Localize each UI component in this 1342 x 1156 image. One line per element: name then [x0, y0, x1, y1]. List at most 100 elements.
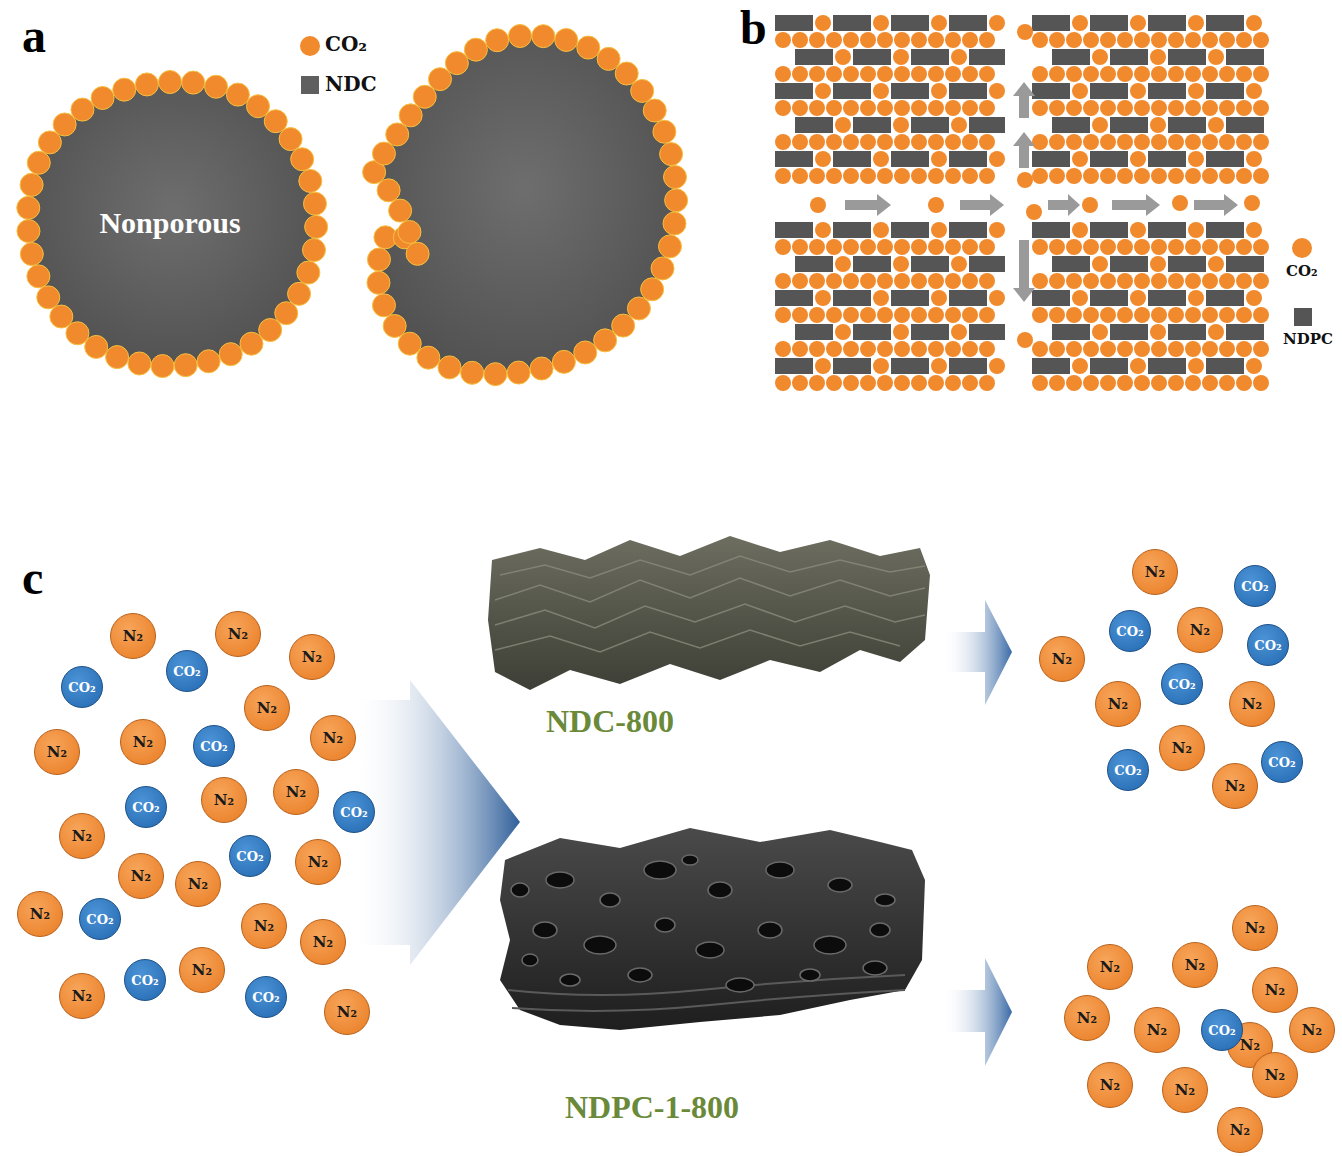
molecule-label: N₂: [313, 933, 333, 951]
n2-molecule: N₂: [273, 769, 319, 815]
molecule-label: N₂: [1185, 956, 1205, 974]
molecule-label: N₂: [72, 827, 92, 845]
molecule-label: N₂: [302, 648, 322, 666]
co2-molecule: CO₂: [61, 666, 103, 708]
n2-molecule: N₂: [1212, 763, 1258, 809]
molecule-label: N₂: [1265, 1066, 1285, 1084]
legend-text: CO₂: [1286, 262, 1318, 280]
n2-molecule: N₂: [215, 611, 261, 657]
legend-swatch: [1292, 238, 1312, 258]
molecule-label: N₂: [131, 867, 151, 885]
n2-molecule: N₂: [118, 853, 164, 899]
n2-molecule: N₂: [1289, 1007, 1335, 1053]
molecule-label: N₂: [133, 733, 153, 751]
n2-molecule: N₂: [120, 719, 166, 765]
n2-molecule: N₂: [1252, 1052, 1298, 1098]
co2-molecule: CO₂: [124, 959, 166, 1001]
molecule-label: CO₂: [173, 664, 200, 679]
molecule-label: N₂: [308, 853, 328, 871]
molecule-label: N₂: [1077, 1009, 1097, 1027]
co2-molecule: CO₂: [333, 791, 375, 833]
material-name: NDC-800: [546, 704, 674, 739]
molecule-label: N₂: [1190, 621, 1210, 639]
molecule-label: N₂: [1145, 563, 1165, 581]
molecule-label: CO₂: [68, 680, 95, 695]
molecule-label: CO₂: [1254, 638, 1281, 653]
n2-molecule: N₂: [310, 715, 356, 761]
n2-molecule: N₂: [1162, 1067, 1208, 1113]
co2-molecule: CO₂: [125, 786, 167, 828]
molecule-label: CO₂: [86, 912, 113, 927]
panel-letter: a: [22, 10, 46, 63]
molecule-label: N₂: [123, 627, 143, 645]
co2-molecule: CO₂: [193, 725, 235, 767]
legend-text: CO₂: [325, 32, 367, 56]
molecule-label: CO₂: [1241, 579, 1268, 594]
n2-molecule: N₂: [1132, 549, 1178, 595]
molecule-label: CO₂: [340, 805, 367, 820]
molecule-label: N₂: [1100, 1076, 1120, 1094]
legend-swatch: [300, 36, 320, 56]
molecule-label: N₂: [214, 791, 234, 809]
n2-molecule: N₂: [295, 839, 341, 885]
co2-molecule: CO₂: [1201, 1009, 1243, 1051]
n2-molecule: N₂: [1087, 1062, 1133, 1108]
n2-molecule: N₂: [1252, 967, 1298, 1013]
n2-molecule: N₂: [1232, 905, 1278, 951]
legend-text: NDPC: [1283, 330, 1333, 348]
legend-swatch: [1294, 308, 1312, 326]
legend-text: NDC: [325, 72, 377, 96]
n2-molecule: N₂: [241, 903, 287, 949]
molecule-label: N₂: [286, 783, 306, 801]
molecule-label: CO₂: [131, 973, 158, 988]
n2-molecule: N₂: [289, 634, 335, 680]
n2-molecule: N₂: [59, 973, 105, 1019]
molecule-label: N₂: [188, 875, 208, 893]
co2-molecule: CO₂: [1161, 663, 1203, 705]
n2-molecule: N₂: [59, 813, 105, 859]
molecule-label: N₂: [337, 1003, 357, 1021]
molecule-label: N₂: [1175, 1081, 1195, 1099]
molecule-label: CO₂: [1114, 763, 1141, 778]
n2-molecule: N₂: [244, 685, 290, 731]
molecule-label: CO₂: [1116, 624, 1143, 639]
co2-molecule: CO₂: [79, 898, 121, 940]
region-label: Nonporous: [99, 206, 240, 239]
n2-molecule: N₂: [1095, 681, 1141, 727]
molecule-label: N₂: [254, 917, 274, 935]
molecule-label: N₂: [47, 743, 67, 761]
n2-molecule: N₂: [34, 729, 80, 775]
n2-molecule: N₂: [201, 777, 247, 823]
legend-swatch: [301, 76, 319, 94]
co2-molecule: CO₂: [1247, 624, 1289, 666]
molecule-label: N₂: [1230, 1121, 1250, 1139]
molecule-label: N₂: [1225, 777, 1245, 795]
panel-letter: c: [22, 552, 43, 605]
n2-molecule: N₂: [1177, 607, 1223, 653]
molecule-label: CO₂: [252, 990, 279, 1005]
molecule-label: N₂: [1240, 1036, 1260, 1054]
molecule-label: N₂: [228, 625, 248, 643]
molecule-label: CO₂: [1208, 1023, 1235, 1038]
molecule-label: N₂: [1302, 1021, 1322, 1039]
molecule-label: N₂: [1108, 695, 1128, 713]
n2-molecule: N₂: [1229, 681, 1275, 727]
material-name: NDPC-1-800: [565, 1090, 739, 1125]
molecule-label: N₂: [323, 729, 343, 747]
co2-molecule: CO₂: [245, 976, 287, 1018]
molecule-label: N₂: [1265, 981, 1285, 999]
molecule-label: CO₂: [200, 739, 227, 754]
n2-molecule: N₂: [1217, 1107, 1263, 1153]
molecule-label: N₂: [257, 699, 277, 717]
molecule-label: CO₂: [132, 800, 159, 815]
co2-molecule: CO₂: [1109, 610, 1151, 652]
n2-molecule: N₂: [300, 919, 346, 965]
n2-molecule: N₂: [1134, 1007, 1180, 1053]
molecule-label: CO₂: [1168, 677, 1195, 692]
molecule-label: N₂: [1242, 695, 1262, 713]
n2-molecule: N₂: [110, 613, 156, 659]
molecule-label: CO₂: [236, 849, 263, 864]
molecule-label: N₂: [1100, 958, 1120, 976]
co2-molecule: CO₂: [1234, 565, 1276, 607]
